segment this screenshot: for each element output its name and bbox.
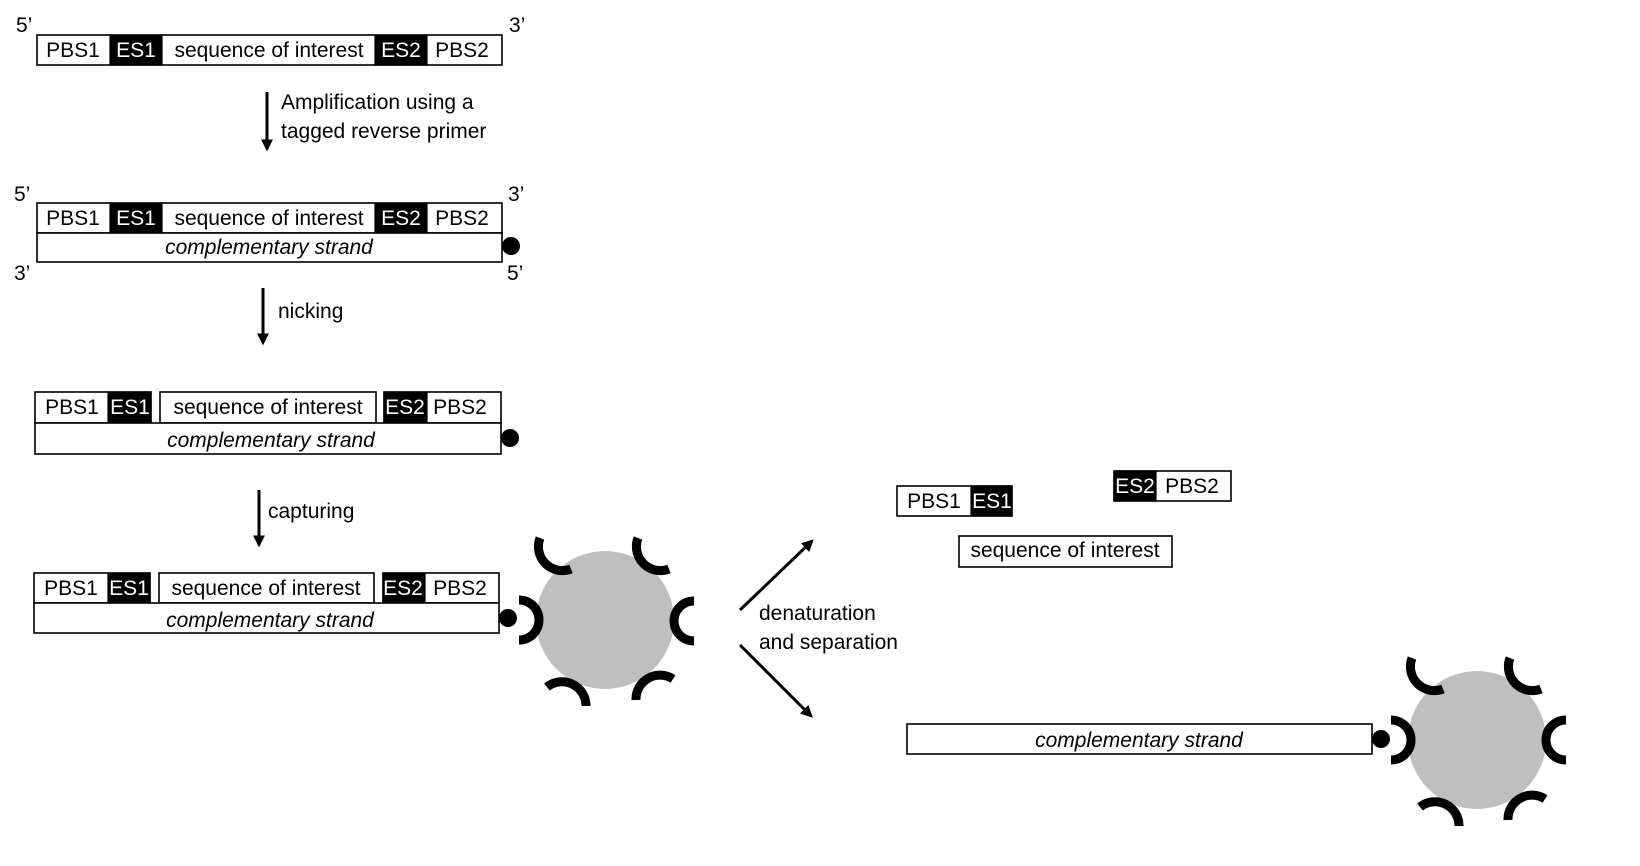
tag-dot-icon (501, 429, 519, 447)
complementary-strand-label: complementary strand (166, 609, 375, 632)
released-fragments: PBS1 ES1 ES2 PBS2 sequence of interest (896, 470, 1232, 568)
bead-icon (1408, 671, 1546, 809)
es1-label: ES1 (116, 207, 156, 230)
es2-block (1113, 470, 1157, 502)
es2-label: ES2 (381, 39, 421, 62)
es2-label: ES2 (381, 207, 421, 230)
capturing-label: capturing (268, 500, 354, 523)
es2-block (382, 572, 426, 604)
step-nicking: nicking (257, 288, 343, 346)
tag-dot-icon (499, 609, 517, 627)
capture-receptor-icon (631, 536, 671, 576)
three-prime-label: 3’ (508, 183, 524, 206)
capture-receptor-icon (1405, 656, 1445, 696)
capture-receptor-icon (518, 595, 544, 645)
capture-receptor-icon (1503, 656, 1543, 696)
es2-label: ES2 (385, 396, 425, 419)
three-prime-label: 3’ (14, 262, 30, 285)
capture-receptor-icon (1541, 715, 1567, 765)
capture-receptor-icon (631, 670, 676, 701)
es2-block (374, 202, 428, 234)
capture-receptor-icon (544, 677, 591, 707)
denaturation-label-line2: and separation (759, 631, 898, 654)
amplification-label-line1: Amplification using a (281, 91, 474, 114)
pbs2-label: PBS2 (1165, 475, 1219, 498)
complementary-strand (34, 422, 502, 455)
es2-label: ES2 (1115, 475, 1155, 498)
sequence-of-interest-label: sequence of interest (174, 39, 363, 62)
capture-receptor-icon (1390, 715, 1416, 765)
denaturation-label-line1: denaturation (759, 602, 876, 625)
construct-initial: 5’ 3’ PBS1 ES1 sequence of interest ES2 … (16, 14, 525, 66)
pbs1-label: PBS1 (44, 577, 98, 600)
construct-captured: PBS1 ES1 sequence of interest ES2 PBS2 c… (33, 572, 517, 634)
amplification-label-line2: tagged reverse primer (281, 120, 486, 143)
five-prime-label: 5’ (507, 262, 523, 285)
pbs2-label: PBS2 (433, 396, 487, 419)
five-prime-label: 5’ (14, 183, 30, 206)
soi-fragment (958, 535, 1173, 568)
pbs1-label: PBS1 (45, 396, 99, 419)
down-right-arrow-icon (738, 643, 813, 718)
pbs1-label: PBS1 (46, 39, 100, 62)
sequence-of-interest-label: sequence of interest (171, 577, 360, 600)
pbs2-label: PBS2 (435, 207, 489, 230)
bead-icon (536, 551, 674, 689)
sequence-of-interest-label: sequence of interest (174, 207, 363, 230)
step-denaturation: denaturation and separation (738, 539, 898, 718)
es1-label: ES1 (116, 39, 156, 62)
up-right-arrow-icon (738, 539, 814, 612)
pbs2-label: PBS2 (433, 577, 487, 600)
capture-receptor-icon (1417, 797, 1464, 827)
es2-block (374, 34, 428, 66)
es1-label: ES1 (110, 396, 150, 419)
es2-block (383, 391, 428, 424)
complementary-strand (906, 723, 1373, 755)
five-prime-label: 5’ (16, 14, 32, 37)
es1-block (109, 202, 163, 234)
step-capturing: capturing (253, 490, 354, 548)
tag-dot-icon (502, 237, 520, 255)
capture-receptor-icon (533, 536, 573, 576)
capture-bead (1390, 656, 1567, 827)
soi-fragment (158, 572, 375, 604)
es1-block (970, 485, 1013, 517)
es1-label: ES1 (109, 577, 149, 600)
nicking-label: nicking (278, 300, 343, 323)
es1-block (107, 572, 151, 604)
capture-receptor-icon (669, 596, 695, 646)
es1-label: ES1 (972, 490, 1012, 513)
three-prime-label: 3’ (509, 14, 525, 37)
capture-bead (518, 536, 695, 707)
construct-nicked: PBS1 ES1 sequence of interest ES2 PBS2 c… (34, 391, 519, 455)
tag-dot-icon (1372, 730, 1390, 748)
sequence-of-interest-label: sequence of interest (173, 396, 362, 419)
es2-label: ES2 (383, 577, 423, 600)
complementary-strand (36, 232, 503, 263)
complementary-strand (33, 602, 500, 634)
pbs1-label: PBS1 (46, 207, 100, 230)
complementary-strand-label: complementary strand (165, 236, 374, 259)
capture-receptor-icon (1503, 790, 1548, 821)
step-amplification: Amplification using a tagged reverse pri… (261, 91, 486, 152)
complementary-strand-label: complementary strand (167, 429, 376, 452)
construct-double-strand: 5’ 3’ PBS1 ES1 sequence of interest ES2 … (14, 183, 524, 285)
complementary-strand-label: complementary strand (1035, 729, 1244, 752)
pbs2-label: PBS2 (435, 39, 489, 62)
es1-block (109, 34, 163, 66)
bead-bound-strand: complementary strand (906, 723, 1390, 755)
pbs1-label: PBS1 (907, 490, 961, 513)
sequence-of-interest-label: sequence of interest (970, 539, 1159, 562)
